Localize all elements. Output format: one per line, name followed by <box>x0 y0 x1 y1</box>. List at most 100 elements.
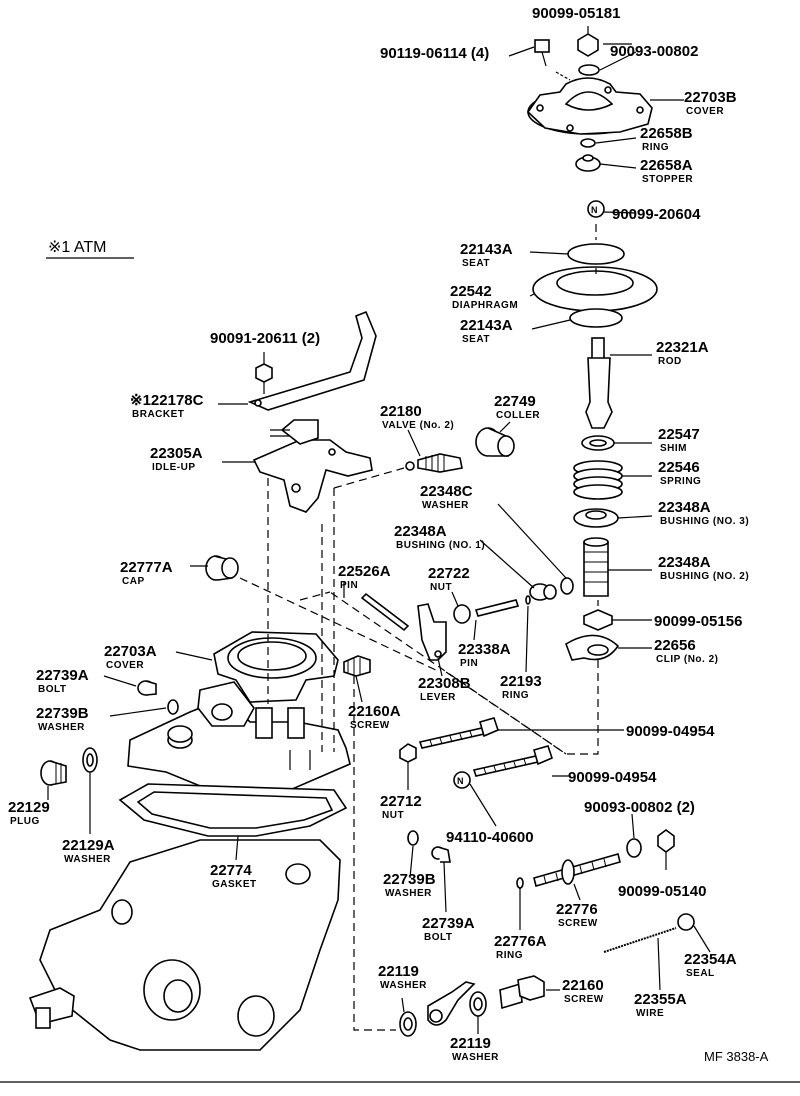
coller-drawing <box>475 427 515 457</box>
washer-22739b-left-drawing <box>167 699 179 715</box>
part-name-p08: SEAT <box>462 258 490 269</box>
ring-22658b-drawing <box>580 138 596 148</box>
clip-no2-drawing <box>565 634 620 661</box>
part-number-p42: 22774 <box>210 862 252 879</box>
part-name-p13: SPRING <box>660 476 701 487</box>
part-name-p21: VALVE (No. 2) <box>382 420 454 431</box>
governor-housing-drawing <box>127 681 351 791</box>
part-number-p46: 22739A <box>422 915 475 932</box>
part-name-p39: NUT <box>382 810 404 821</box>
pump-body-drawing <box>28 839 341 1051</box>
part-number-p30: 22308B <box>418 675 471 692</box>
part-number-p22: 22749 <box>494 393 536 410</box>
nut-90099-05140-drawing <box>657 829 675 853</box>
cap-drawing <box>205 555 239 581</box>
leader-lines <box>47 26 711 1034</box>
cover-22703b-drawing <box>526 77 653 135</box>
part-number-p51: 22355A <box>634 991 687 1008</box>
idle-up-drawing <box>252 419 373 513</box>
wire-22355a-drawing <box>603 927 677 953</box>
pin-22338a-drawing <box>474 599 520 617</box>
part-number-p26: 22526A <box>338 563 391 580</box>
part-number-p15: 22348A <box>658 554 711 571</box>
pin-22526a-drawing <box>360 592 410 632</box>
bolt-22739a-left-drawing <box>137 680 157 696</box>
part-name-p34: WASHER <box>38 722 85 733</box>
cover-22703a-drawing <box>213 631 339 703</box>
part-name-p46: BOLT <box>424 932 452 943</box>
part-name-p14: BUSHING (NO. 3) <box>660 516 749 527</box>
part-name-p33: SCREW <box>350 720 390 731</box>
part-number-p52: 22119 <box>450 1035 491 1052</box>
part-number-p09: 22542 <box>450 283 492 300</box>
part-number-p31: 22193 <box>500 673 542 690</box>
part-number-p47: 22776A <box>494 933 547 950</box>
part-name-p47: RING <box>496 950 523 961</box>
part-number-p45: 22776 <box>556 901 598 918</box>
part-number-p35: 90099-04954 <box>626 723 715 740</box>
seal-22354a-drawing <box>677 913 695 931</box>
part-number-p23: 22348C <box>420 483 473 500</box>
part-name-p43: WASHER <box>385 888 432 899</box>
nut-94110-40600-drawing: N <box>453 771 471 789</box>
part-number-p29: 22703A <box>104 643 157 660</box>
ring-22776a-drawing <box>516 877 524 889</box>
part-name-p38: WASHER <box>64 854 111 865</box>
part-number-p39: 22712 <box>380 793 422 810</box>
part-number-p07: 90099-20604 <box>612 206 701 223</box>
part-number-p44: 90099-05140 <box>618 883 706 900</box>
valve-no2-drawing <box>405 453 463 473</box>
washer-22119-a-drawing <box>399 1011 417 1037</box>
bolt-90119-06114-drawing <box>534 39 571 81</box>
part-name-p19: BRACKET <box>132 409 184 420</box>
part-number-p11: 22321A <box>656 339 709 356</box>
part-number-p32: 22739A <box>36 667 89 684</box>
part-name-p11: ROD <box>658 356 682 367</box>
part-name-p37: PLUG <box>10 816 40 827</box>
part-name-p20: IDLE-UP <box>152 462 196 473</box>
washer-22348c-drawing <box>560 577 574 595</box>
lever-arm-drawing <box>427 981 476 1026</box>
part-number-p49: 22119 <box>378 963 419 980</box>
part-name-p22: COLLER <box>496 410 540 421</box>
screw-90099-04954-upper-drawing <box>418 717 499 749</box>
nut-90099-05156-drawing <box>583 609 613 631</box>
atm-note: ※1 ATM <box>48 239 106 256</box>
part-name-p42: GASKET <box>212 879 257 890</box>
part-name-p10: SEAT <box>462 334 490 345</box>
part-name-p06: STOPPER <box>642 174 693 185</box>
part-number-p40: 94110-40600 <box>446 829 534 846</box>
part-name-p09: DIAPHRAGM <box>452 300 518 311</box>
part-name-p23: WASHER <box>422 500 469 511</box>
part-number-p36: 90099-04954 <box>568 769 657 786</box>
part-number-p20: 22305A <box>150 445 203 462</box>
part-number-p38: 22129A <box>62 837 115 854</box>
part-number-p34: 22739B <box>36 705 89 722</box>
part-name-p24: BUSHING (NO. 1) <box>396 540 485 551</box>
bushing-no3-drawing <box>573 508 619 528</box>
part-name-p31: RING <box>502 690 529 701</box>
svg-text:N: N <box>457 776 464 786</box>
part-number-p18: 90091-20611 (2) <box>210 330 320 347</box>
bolt-90091-20611-drawing <box>255 363 273 394</box>
diaphragm-drawing <box>532 266 658 312</box>
part-number-p24: 22348A <box>394 523 447 540</box>
screw-90099-04954-lower-drawing <box>472 745 553 777</box>
part-name-p15: BUSHING (NO. 2) <box>660 571 749 582</box>
part-name-p48: SEAL <box>686 968 715 979</box>
part-name-p52: WASHER <box>452 1052 499 1063</box>
part-number-p41: 90093-00802 (2) <box>584 799 695 816</box>
part-number-p21: 22180 <box>380 403 422 420</box>
part-name-p17: CLIP (No. 2) <box>656 654 718 665</box>
bushing-no2-drawing <box>583 537 609 597</box>
part-number-p06: 22658A <box>640 157 693 174</box>
part-number-p33: 22160A <box>348 703 401 720</box>
nut-22712-drawing <box>399 743 417 763</box>
part-name-p27: NUT <box>430 582 452 593</box>
part-number-p02: 90119-06114 (4) <box>380 45 489 62</box>
gasket-drawing <box>118 783 348 837</box>
part-name-p51: WIRE <box>636 1008 664 1019</box>
part-number-p28: 22338A <box>458 641 511 658</box>
